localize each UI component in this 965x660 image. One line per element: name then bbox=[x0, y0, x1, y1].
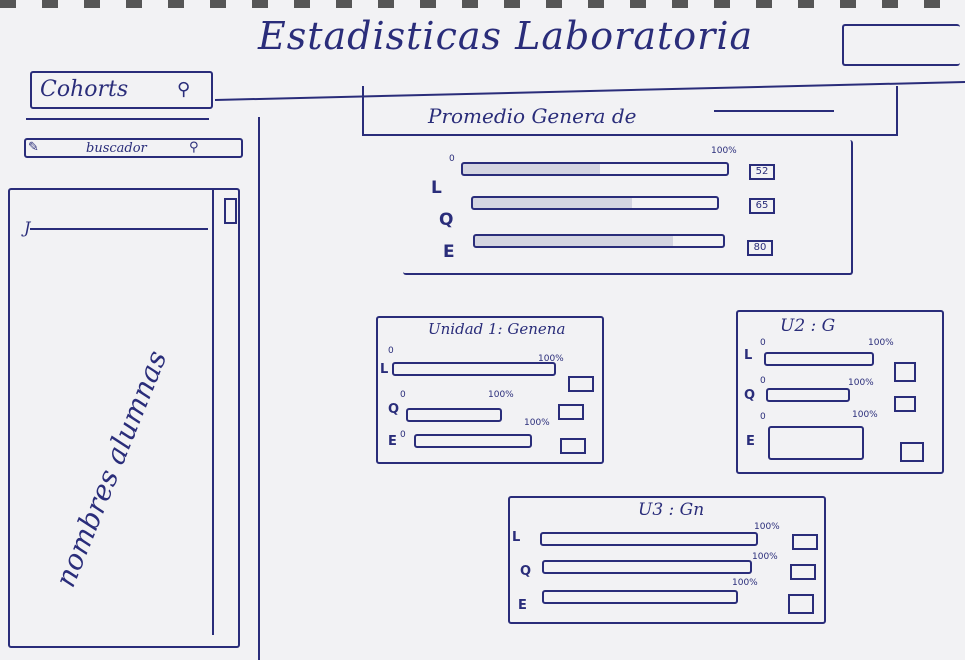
scrollbar-thumb[interactable] bbox=[224, 198, 237, 224]
sidebar-divider bbox=[258, 117, 260, 660]
general-value-q: 65 bbox=[749, 198, 775, 214]
unit1-bar-q bbox=[406, 408, 502, 422]
unit2-bar-q bbox=[766, 388, 850, 402]
unit1-title: Unidad 1: Genena bbox=[428, 320, 566, 338]
unit3-label-e: E bbox=[518, 598, 527, 613]
unit2-max-l: 100% bbox=[868, 338, 894, 348]
unit3-label-q: Q bbox=[520, 564, 532, 579]
unit2-label-l: L bbox=[744, 348, 753, 363]
unit2-value-l bbox=[894, 362, 916, 382]
general-value-e: 80 bbox=[747, 240, 773, 256]
list-row-marker: J bbox=[24, 218, 31, 237]
general-bar-e bbox=[473, 234, 725, 248]
general-bar-q bbox=[471, 196, 719, 210]
unit1-max-l: 100% bbox=[538, 354, 564, 364]
unit2-max-e: 100% bbox=[852, 410, 878, 420]
unit1-min-e: 0 bbox=[400, 430, 406, 440]
unit2-min-q: 0 bbox=[760, 376, 766, 386]
pencil-icon: ✎ bbox=[28, 140, 39, 155]
cohorts-label: Cohorts bbox=[40, 77, 129, 102]
unit1-value-e bbox=[560, 438, 586, 454]
list-inner-divider bbox=[212, 190, 214, 635]
general-bar-fill bbox=[463, 164, 601, 174]
search-underline bbox=[26, 118, 209, 120]
general-bar-fill bbox=[475, 236, 674, 246]
unit3-label-l: L bbox=[512, 530, 521, 545]
unit3-bar-l bbox=[540, 532, 758, 546]
unit1-card[interactable]: Unidad 1: Genena L 0 100% Q 0 100% E 0 1… bbox=[376, 316, 604, 464]
unit1-bar-l bbox=[392, 362, 556, 376]
unit3-max-q: 100% bbox=[752, 552, 778, 562]
header-divider bbox=[214, 81, 965, 101]
general-bar-fill bbox=[473, 198, 632, 208]
unit1-label-e: E bbox=[388, 434, 397, 449]
unit1-value-q bbox=[558, 404, 584, 420]
page-title: Estadisticas Laboratoria bbox=[258, 14, 754, 58]
unit1-min-q: 0 bbox=[400, 390, 406, 400]
unit1-bar-e bbox=[414, 434, 532, 448]
general-header: Promedio Genera de bbox=[362, 86, 898, 136]
student-list-panel[interactable]: J nombres alumnas bbox=[8, 188, 240, 648]
general-scale-min: 0 bbox=[449, 154, 455, 164]
unit1-value-l bbox=[568, 376, 594, 392]
unit2-min-l: 0 bbox=[760, 338, 766, 348]
general-value-l: 52 bbox=[749, 164, 775, 180]
search-icon: ⚲ bbox=[189, 140, 199, 155]
unit2-min-e: 0 bbox=[760, 412, 766, 422]
unit2-label-e: E bbox=[746, 434, 755, 449]
unit1-max-e: 100% bbox=[524, 418, 550, 428]
unit1-min-l: 0 bbox=[388, 346, 394, 356]
list-first-row[interactable] bbox=[30, 228, 208, 230]
search-icon: ⚲ bbox=[177, 79, 191, 100]
student-list-caption: nombres alumnas bbox=[48, 345, 174, 592]
top-right-button[interactable] bbox=[842, 24, 960, 66]
search-placeholder: buscador bbox=[86, 141, 147, 156]
unit2-bar-l bbox=[764, 352, 874, 366]
search-input[interactable]: ✎ buscador ⚲ bbox=[24, 138, 243, 158]
unit3-value-e bbox=[788, 594, 814, 614]
unit2-card[interactable]: U2 : G L 0 100% Q 0 100% E 0 100% bbox=[736, 310, 944, 474]
unit3-max-e: 100% bbox=[732, 578, 758, 588]
general-bar-l bbox=[461, 162, 729, 176]
notebook-binding bbox=[0, 0, 965, 8]
general-average-card: 0 100% L 52 Q 65 E 80 bbox=[403, 140, 853, 275]
unit1-label-l: L bbox=[380, 362, 389, 377]
unit3-title: U3 : Gn bbox=[638, 500, 705, 520]
unit1-max-q: 100% bbox=[488, 390, 514, 400]
general-row-label-l: L bbox=[431, 178, 442, 198]
unit3-value-q bbox=[790, 564, 816, 580]
general-title: Promedio Genera de bbox=[428, 104, 637, 128]
unit2-value-e bbox=[900, 442, 924, 462]
unit2-label-q: Q bbox=[744, 388, 756, 403]
unit3-bar-q bbox=[542, 560, 752, 574]
unit2-max-q: 100% bbox=[848, 378, 874, 388]
general-scale-max: 100% bbox=[711, 146, 737, 156]
unit3-bar-e bbox=[542, 590, 738, 604]
unit2-bar-e bbox=[768, 426, 864, 460]
unit3-card[interactable]: U3 : Gn L 100% Q 100% E 100% bbox=[508, 496, 826, 624]
unit3-value-l bbox=[792, 534, 818, 550]
unit1-label-q: Q bbox=[388, 402, 400, 417]
general-row-label-q: Q bbox=[439, 210, 454, 230]
unit2-value-q bbox=[894, 396, 916, 412]
strikethrough-word bbox=[714, 110, 834, 112]
unit3-max-l: 100% bbox=[754, 522, 780, 532]
cohorts-tab[interactable]: Cohorts ⚲ bbox=[30, 71, 213, 109]
unit2-title: U2 : G bbox=[780, 316, 836, 336]
general-row-label-e: E bbox=[443, 242, 455, 262]
